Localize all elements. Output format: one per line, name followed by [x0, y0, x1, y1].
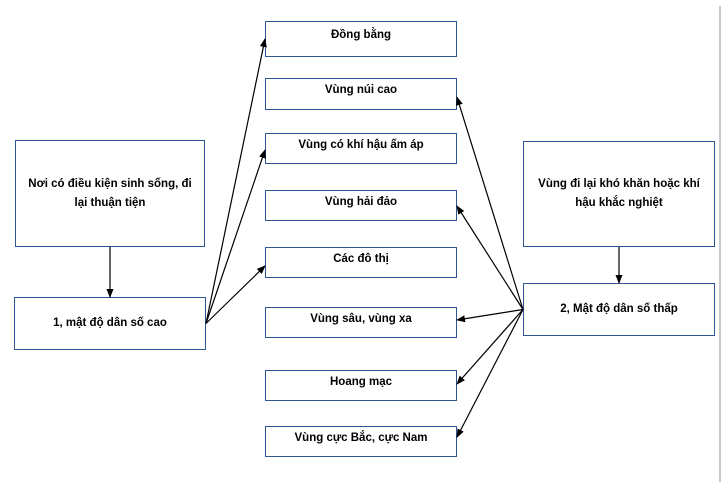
region-box-remote-areas[interactable]: Vùng sâu, vùng xa — [265, 307, 457, 338]
region-box-polar[interactable]: Vùng cực Bắc, cực Nam — [265, 426, 457, 457]
low-density-label: 2, Mật độ dân số thấp — [560, 303, 678, 315]
high-density-label: 1, mật độ dân số cao — [53, 317, 167, 329]
region-box-cities[interactable]: Các đô thị — [265, 247, 457, 278]
region-box-desert[interactable]: Hoang mạc — [265, 370, 457, 401]
region-box-plains[interactable]: Đồng bằng — [265, 21, 457, 57]
cause-low-density-label: Vùng đi lại khó khăn hoặc khí hậu khắc n… — [538, 178, 700, 209]
region-label: Vùng núi cao — [324, 84, 398, 96]
region-box-islands[interactable]: Vùng hải đảo — [265, 190, 457, 221]
region-label: Các đô thị — [333, 252, 389, 265]
high-density-box[interactable]: 1, mật độ dân số cao — [14, 297, 206, 350]
region-label: Vùng sâu, vùng xa — [310, 312, 412, 325]
cause-low-density-box[interactable]: Vùng đi lại khó khăn hoặc khí hậu khắc n… — [523, 141, 715, 247]
cause-high-density-label: Nơi có điều kiện sinh sống, đi lại thuận… — [28, 177, 192, 209]
region-label: Vùng có khí hậu ấm áp — [298, 138, 424, 151]
page-edge-line — [719, 6, 721, 482]
low-density-box[interactable]: 2, Mật độ dân số thấp — [523, 283, 715, 336]
region-label: Đồng bằng — [330, 29, 392, 41]
region-label: Vùng hải đảo — [324, 195, 398, 208]
region-box-high-mountains[interactable]: Vùng núi cao — [265, 78, 457, 110]
region-box-warm-climate[interactable]: Vùng có khí hậu ấm áp — [265, 133, 457, 164]
cause-high-density-box[interactable]: Nơi có điều kiện sinh sống, đi lại thuận… — [15, 140, 205, 247]
region-label: Hoang mạc — [330, 375, 392, 388]
region-label: Vùng cực Bắc, cực Nam — [294, 431, 428, 444]
